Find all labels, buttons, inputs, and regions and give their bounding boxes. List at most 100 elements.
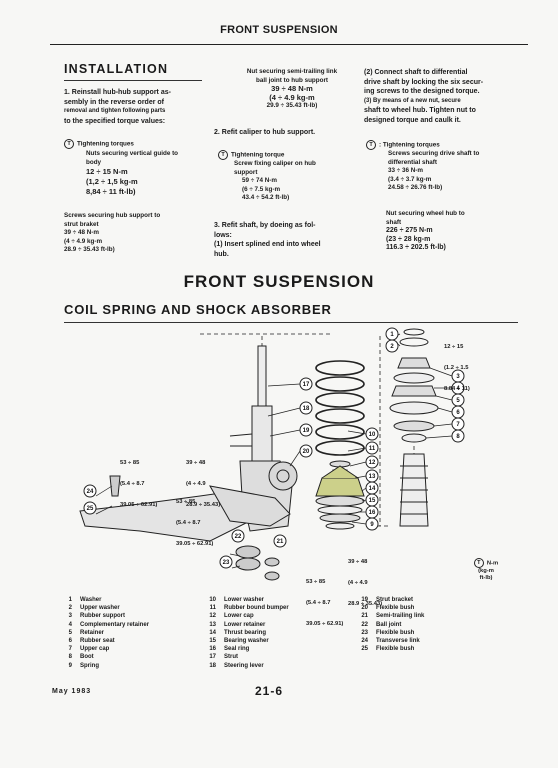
callout-line: (5.4 ÷ 8.7 [176, 520, 201, 526]
torque-wrench-icon: T [473, 558, 484, 568]
part-number: 21 [361, 613, 368, 620]
caliper-torque: Screw fixing caliper on hub support 59 ÷… [234, 160, 316, 203]
wheel-hub-torque: Nut securing wheel hub to shaft 226 ÷ 27… [386, 210, 465, 253]
part-bubble: 1 [385, 327, 399, 341]
page-header-title: FRONT SUSPENSION [220, 24, 338, 36]
svg-text:7: 7 [456, 422, 460, 428]
part-name: Lower washer [224, 597, 265, 603]
torque-value: 39 ÷ 48 N-m [64, 229, 99, 236]
svg-text:24: 24 [87, 489, 94, 495]
upper-mount-stack [389, 328, 439, 527]
callout-line: 53 ÷ 85 [120, 460, 140, 466]
part-name: Bearing washer [224, 638, 269, 645]
part-name: Complementary retainer [80, 621, 150, 628]
part-number: 18 [209, 662, 216, 669]
part-bubble: 11 [365, 441, 379, 455]
part-number: 9 [68, 662, 72, 669]
part-name: Strut [224, 654, 238, 661]
step3-line: 3. Refit shaft, by doeing as fol- [214, 222, 316, 229]
torque-value: (23 ÷ 28 kg-m [386, 235, 431, 243]
callout-line: 53 ÷ 85 [176, 499, 196, 505]
svg-text:8: 8 [456, 434, 460, 440]
torque-value: (4 ÷ 4.9 kg-m [269, 92, 315, 102]
callout-top-right: 12 ÷ 15 (1.2 ÷ 1.5 8.84 ÷ 11) [444, 330, 470, 400]
part-name: Rubber support [80, 613, 125, 620]
part-bubble: 7 [451, 417, 465, 431]
part-bubble: 22 [231, 529, 245, 543]
step-line: drive shaft by locking the six secur- [364, 78, 484, 86]
callout-line: 12 ÷ 15 [444, 344, 464, 350]
svg-text:1: 1 [390, 332, 394, 338]
svg-text:2: 2 [390, 344, 394, 350]
part-bubble: 9 [365, 517, 379, 531]
part-name: Lower cap [224, 613, 254, 620]
part-name: Boot [80, 654, 94, 661]
part-number: 6 [68, 638, 72, 645]
part-name: Upper cap [80, 646, 110, 653]
part-bubble: 8 [451, 429, 465, 443]
step-line: (2) Connect shaft to differential [364, 69, 468, 76]
part-name: Washer [80, 597, 102, 603]
part-number: 1 [68, 597, 72, 603]
step3-line: lows: [214, 231, 232, 239]
svg-text:21: 21 [277, 539, 284, 545]
drive-shaft-torque: Screws securing drive shaft to different… [382, 150, 479, 193]
svg-text:4: 4 [456, 386, 460, 392]
part-bubble: 14 [365, 481, 379, 495]
torque-label: Tightening torques [77, 140, 134, 148]
step2-caliper: 2. Refit caliper to hub support. [214, 129, 316, 136]
callout-line: 53 ÷ 85 [306, 579, 326, 585]
unit-line: (kg-m [478, 568, 494, 574]
torque-wrench-icon: T [366, 140, 376, 150]
coil-spring [315, 360, 365, 456]
torque-line: Screws securing hub support to [64, 212, 161, 219]
step-line: shaft to wheel hub. Tighten nut to [364, 107, 476, 115]
step3-line: hub. [214, 250, 229, 258]
svg-text:17: 17 [303, 382, 310, 388]
step3-shaft: 3. Refit shaft, by doeing as fol- lows: … [214, 221, 321, 259]
torque-value: (6 ÷ 7.5 kg-m [242, 185, 281, 193]
part-bubble: 19 [299, 423, 313, 437]
part-name: Upper washer [80, 605, 120, 612]
part-bubble: 10 [365, 427, 379, 441]
svg-text:23: 23 [223, 560, 230, 566]
callout-line: (4 ÷ 4.9 [186, 481, 206, 487]
part-bubble: 6 [451, 405, 465, 419]
part-number: 25 [361, 646, 368, 653]
svg-text:6: 6 [456, 410, 460, 416]
svg-text:14: 14 [369, 486, 376, 492]
installation-step1: 1. Reinstall hub-hub support as- sembly … [64, 88, 214, 126]
part-number: 22 [361, 621, 368, 628]
svg-text:12: 12 [369, 460, 376, 466]
callout-bottom-b: 53 ÷ 85 (5.4 ÷ 8.7 39.05 ÷ 62.91) [306, 565, 343, 635]
callout-line: (4 ÷ 4.9 [348, 580, 368, 586]
torque-value: (4 ÷ 4.9 kg-m [64, 237, 103, 245]
part-number-bubbles: 1 2 3 4 5 6 7 8 10 11 12 13 14 15 16 9 1… [83, 327, 465, 569]
installation-title: INSTALLATION [64, 62, 169, 76]
torque-value: 28.9 ÷ 35.43 ft-lb) [64, 246, 115, 253]
part-name: Strut bracket [376, 597, 414, 603]
part-number: 5 [68, 629, 72, 636]
step3-line: (1) Insert splined end into wheel [214, 241, 321, 249]
part-number: 16 [209, 646, 216, 653]
step-line: ing screws to the designed torque. [364, 88, 480, 96]
callout-line: (5.4 ÷ 8.7 [120, 481, 145, 487]
parts-legend-item: 1 Washer [56, 596, 149, 604]
part-number: 19 [361, 597, 368, 603]
callout-line: 28.9 ÷ 35.43) [348, 601, 383, 607]
header-rule [50, 44, 528, 45]
